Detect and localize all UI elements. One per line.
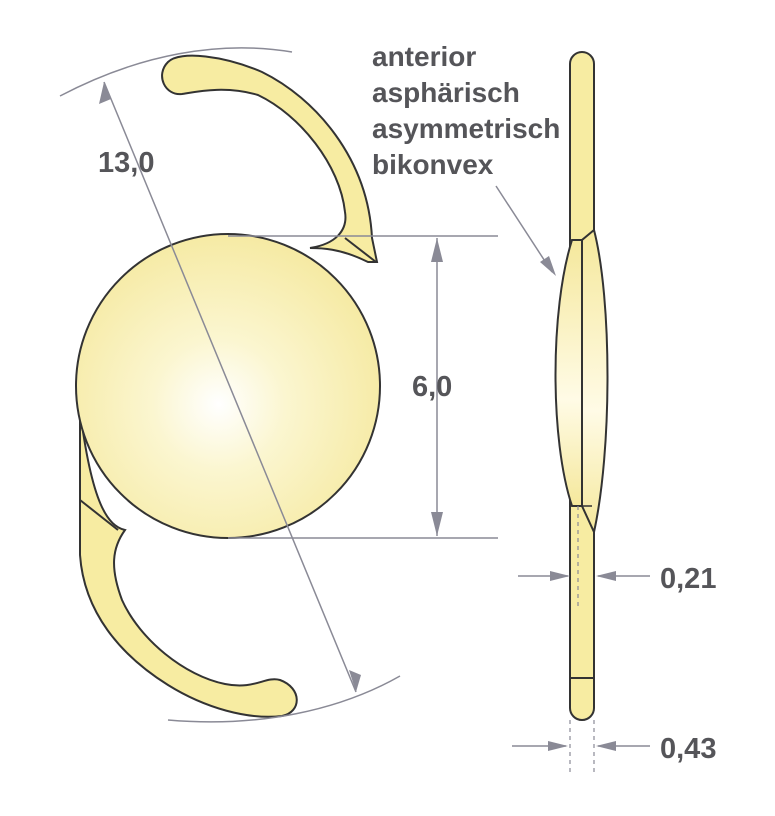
haptic-thickness-dimension: 0,21 [518, 563, 716, 595]
side-view [554, 51, 609, 721]
length-arrow-bottom [349, 670, 361, 692]
description-leader-line [495, 185, 553, 273]
description-callout: anterior asphärisch asymmetrisch bikonve… [372, 41, 560, 276]
haptic-thickness-right-arrow [596, 571, 616, 581]
front-view [75, 54, 381, 718]
optic-arrow-top [431, 238, 443, 262]
overall-length-dimension: 13,0 [59, 47, 401, 723]
edge-thickness-right-arrow [596, 741, 616, 751]
edge-thickness-left-arrow [548, 741, 568, 751]
optic-diameter-dimension: 6,0 [228, 235, 498, 539]
haptic-thickness-label: 0,21 [660, 563, 716, 595]
length-arrow-top [99, 82, 111, 104]
length-dimension-line [103, 81, 357, 693]
lower-haptic-junction [79, 499, 119, 531]
optic-diameter-label: 6,0 [412, 371, 452, 403]
upper-haptic-junction [344, 237, 377, 263]
side-optic-anterior [554, 239, 583, 507]
description-line-2: asphärisch [372, 77, 520, 108]
upper-haptic [161, 54, 379, 263]
side-optic-posterior [581, 228, 609, 536]
haptic-thickness-left-arrow [550, 571, 570, 581]
description-line-3: asymmetrisch [372, 113, 560, 144]
outer-arc-top [59, 47, 293, 97]
optic-arrow-bottom [431, 512, 443, 536]
description-line-4: bikonvex [372, 149, 494, 180]
optic [75, 233, 381, 539]
lower-haptic [79, 409, 298, 718]
outer-arc-bottom [167, 675, 401, 723]
edge-thickness-dimension: 0,43 [512, 720, 716, 776]
description-leader-arrow [540, 256, 556, 276]
overall-length-label: 13,0 [98, 147, 154, 179]
edge-thickness-label: 0,43 [660, 733, 716, 765]
description-line-1: anterior [372, 41, 476, 72]
